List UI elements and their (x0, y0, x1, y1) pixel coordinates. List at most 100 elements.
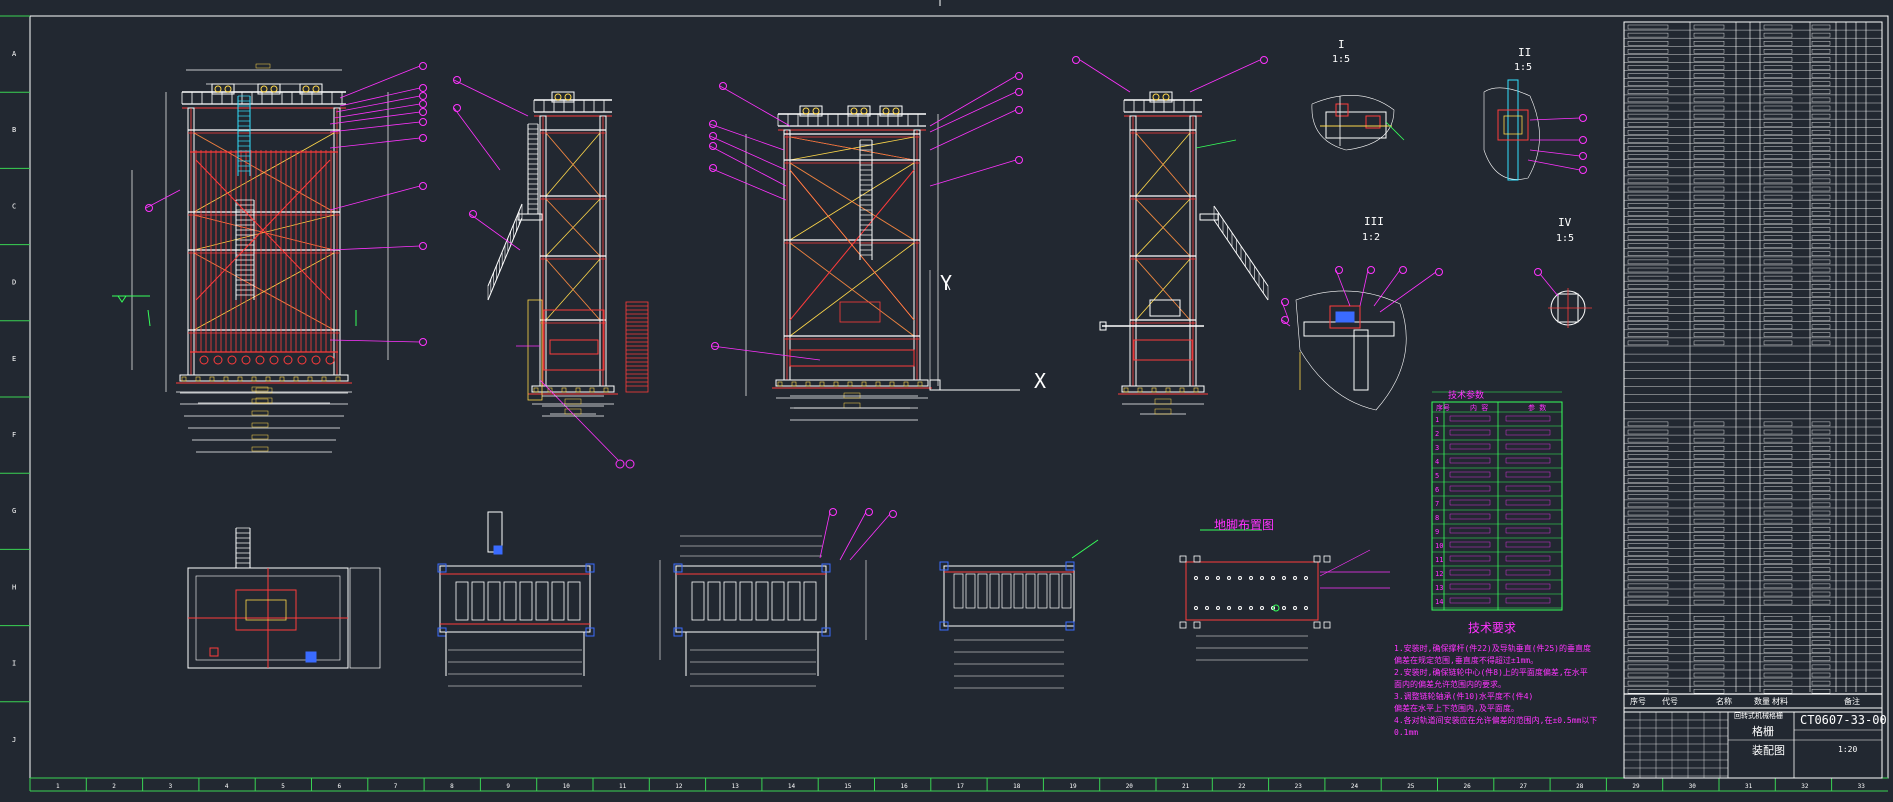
bom-name-text (1693, 340, 1725, 346)
anchor-bolt (321, 376, 327, 382)
bom-name-text (1693, 421, 1725, 427)
bom-code-text (1627, 284, 1669, 289)
params-item-text (1449, 443, 1491, 450)
params-row-number: 13 (1435, 584, 1443, 592)
axis-origin (929, 379, 941, 391)
row-letter: A (12, 50, 17, 58)
bom-weight-text (1811, 478, 1831, 483)
bom-material-text (1763, 446, 1793, 451)
params-value-text (1505, 597, 1551, 604)
col-number: 30 (1689, 783, 1697, 790)
bom-code-text (1627, 616, 1669, 621)
leader-line (1359, 269, 1369, 307)
rake-tooth (255, 355, 265, 365)
col-number: 15 (844, 783, 852, 790)
bom-material-text (1763, 632, 1793, 637)
detail-break-outline (1311, 95, 1395, 151)
anchor-hole (1205, 576, 1209, 580)
anchor-bolt (791, 381, 797, 387)
anchor-hole (1249, 606, 1253, 610)
motor-flange (312, 85, 320, 93)
bom-name-text (1693, 170, 1725, 176)
title-block-frame (1623, 711, 1883, 779)
bom-code-text (1627, 340, 1669, 346)
bom-material-text (1763, 486, 1793, 491)
params-value-text (1505, 499, 1551, 506)
bom-material-text (1763, 235, 1793, 240)
tech-req-line-1: 1.安装时,确保撑杆(件22)及导轨垂直(件25)的垂直度 (1394, 643, 1591, 653)
bom-weight-text (1811, 308, 1831, 313)
col-number: 21 (1182, 783, 1190, 790)
bom-name-text (1693, 162, 1725, 167)
sill-beam (789, 349, 915, 367)
foundation-pad (1193, 555, 1201, 563)
bom-weight-text (1811, 624, 1831, 629)
bom-code-text (1627, 32, 1669, 38)
bom-code-text (1627, 227, 1669, 232)
bom-name-text (1693, 292, 1725, 297)
part-balloon (709, 142, 717, 150)
bom-weight-text (1811, 259, 1831, 265)
plan-outline (675, 565, 827, 633)
bom-material-text (1763, 227, 1793, 232)
bom-material-text (1763, 89, 1793, 95)
bom-weight-text (1811, 194, 1831, 200)
params-value-text (1505, 527, 1551, 534)
bom-name-text (1693, 202, 1725, 208)
anchor-hole (1216, 576, 1220, 580)
bom-name-text (1693, 154, 1725, 159)
bom-code-text (1627, 41, 1669, 46)
col-number: 12 (675, 783, 683, 790)
bom-name-text (1693, 486, 1725, 491)
bom-material-text (1763, 219, 1793, 224)
rake-tooth (311, 355, 321, 365)
part-balloon (419, 242, 427, 250)
corner-post (585, 563, 595, 573)
part-balloon (719, 82, 727, 90)
bom-material-text (1763, 275, 1793, 281)
bom-weight-text (1811, 616, 1831, 621)
bom-material-text (1763, 535, 1793, 540)
bom-code-text (1627, 575, 1669, 580)
anchor-hole (1238, 576, 1242, 580)
leader-line (709, 123, 785, 151)
bom-code-text (1627, 97, 1669, 103)
anchor-hole (1282, 576, 1286, 580)
bom-code-text (1627, 259, 1669, 265)
params-row-number: 12 (1435, 570, 1443, 578)
tb-header-remark: 备注 (1844, 696, 1860, 706)
bom-weight-text (1811, 632, 1831, 637)
col-number: 20 (1126, 783, 1134, 790)
leader-line (329, 339, 421, 343)
bom-code-text (1627, 535, 1669, 540)
bom-material-text (1763, 259, 1793, 265)
bom-material-text (1763, 640, 1793, 645)
leader-line (329, 137, 421, 149)
rake-tooth (297, 355, 307, 365)
params-table-frame (1431, 401, 1563, 611)
row-letter: J (12, 736, 16, 744)
bom-name-text (1693, 227, 1725, 232)
corner-post (1065, 621, 1075, 631)
anchor-bolt (293, 376, 299, 382)
plan-bay (1037, 573, 1048, 609)
bom-material-text (1763, 308, 1793, 313)
bom-weight-text (1811, 454, 1831, 459)
col-number: 1 (56, 783, 60, 790)
detail-2-label: II (1518, 46, 1531, 59)
bom-name-text (1693, 89, 1725, 95)
bom-name-text (1693, 502, 1725, 508)
bom-name-text (1693, 567, 1725, 572)
bom-name-text (1693, 648, 1725, 653)
motor-flange (554, 93, 562, 101)
col-number: 26 (1464, 783, 1472, 790)
col-number: 19 (1069, 783, 1077, 790)
part-balloon (625, 459, 635, 469)
right-elevation-view (1072, 56, 1269, 415)
bom-material-text (1763, 57, 1793, 62)
guide-rail (527, 299, 543, 401)
bom-weight-text (1811, 535, 1831, 540)
